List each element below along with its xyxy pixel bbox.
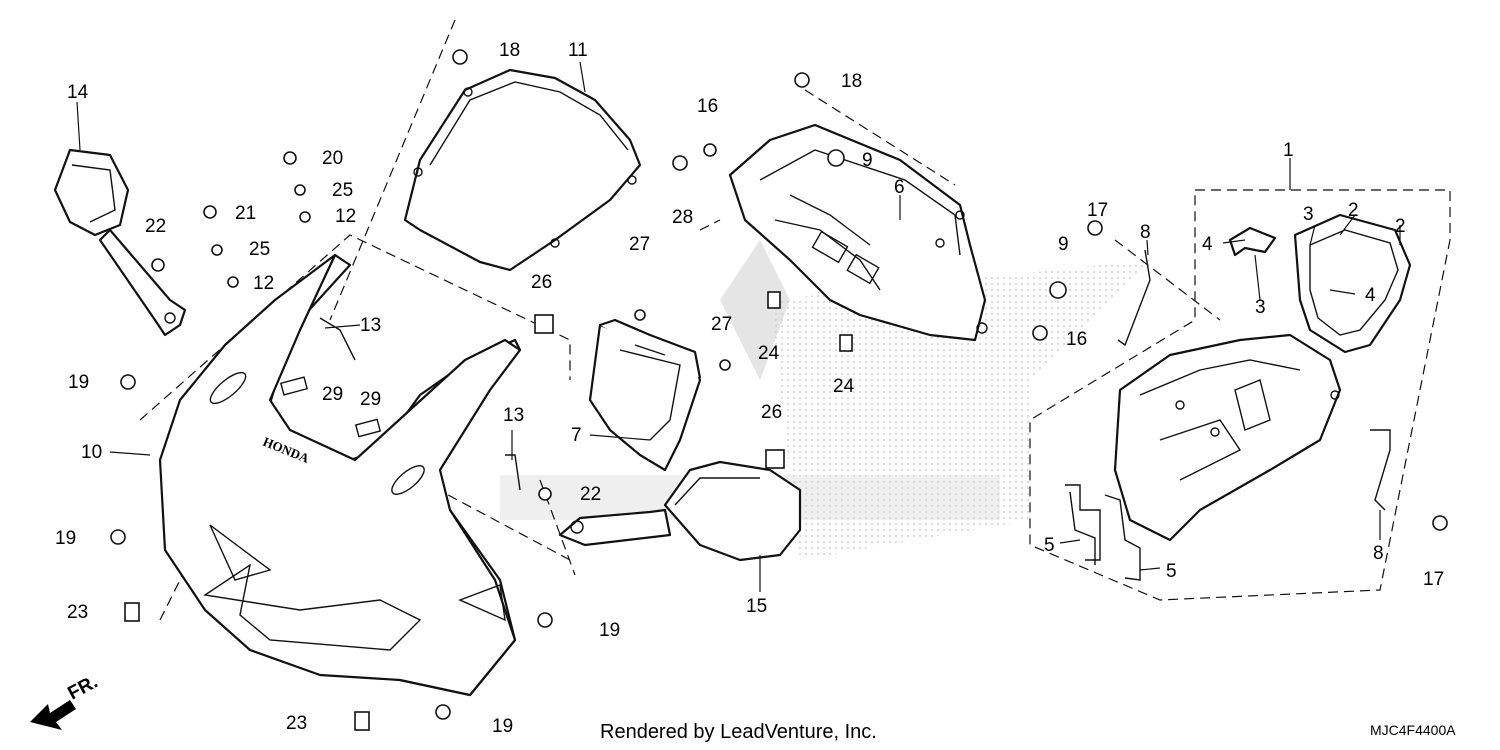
callout-label: 25	[332, 180, 353, 201]
callout-label: 29	[360, 389, 381, 410]
callout-label: 2	[1395, 216, 1406, 237]
footer-credit: Rendered by LeadVenture, Inc.	[600, 721, 877, 743]
callout-label: 24	[758, 343, 780, 364]
callout-label: 19	[492, 716, 513, 737]
leader-lines	[76, 61, 1401, 592]
callout-label: 19	[55, 528, 76, 549]
callout-label: 27	[629, 234, 650, 255]
wire-clips	[1065, 484, 1141, 581]
callout-label: 19	[599, 620, 620, 641]
callout-label: 1	[1283, 140, 1294, 161]
callout-label: 9	[862, 150, 873, 171]
callout-label: 18	[841, 71, 862, 92]
callout-label: 14	[67, 82, 89, 103]
callout-label: 11	[568, 40, 588, 61]
diagram-code: MJC4F4400A	[1370, 722, 1456, 738]
callout-label: 16	[1066, 329, 1087, 350]
front-marker-text: FR.	[64, 672, 101, 705]
callout-label: 12	[335, 206, 356, 227]
callout-label: 13	[503, 405, 524, 426]
callout-label: 13	[360, 315, 381, 336]
callout-label: 15	[746, 596, 767, 617]
callout-label: 4	[1365, 285, 1376, 306]
callout-label: 26	[531, 272, 552, 293]
windscreen	[403, 68, 642, 272]
callout-label: 23	[286, 713, 307, 734]
callout-label: 19	[68, 372, 89, 393]
callout-label: 18	[499, 40, 520, 61]
front-direction-marker: FR.	[30, 672, 101, 730]
air-duct	[588, 318, 702, 472]
callout-label: 3	[1255, 297, 1266, 318]
callout-label: 17	[1087, 200, 1108, 221]
callout-label: 10	[81, 442, 102, 463]
cowl-stay	[728, 123, 988, 342]
callout-label: 20	[322, 148, 343, 169]
callout-label: 12	[253, 273, 274, 294]
callout-label: 5	[1166, 561, 1177, 582]
callout-label: 16	[697, 96, 718, 117]
callout-label: 26	[761, 402, 782, 423]
callout-label: 5	[1044, 535, 1055, 556]
right-mirror	[558, 460, 802, 562]
callout-label: 29	[322, 384, 343, 405]
callout-label: 4	[1202, 234, 1213, 255]
side-brackets	[1117, 249, 1391, 511]
callout-label: 9	[1058, 234, 1069, 255]
callout-label: 21	[235, 203, 256, 224]
callout-label: 8	[1373, 543, 1384, 564]
inner-duct-assembly	[1113, 333, 1342, 542]
upper-cowl: HONDA	[158, 253, 522, 697]
callout-label: 28	[672, 207, 693, 228]
callout-label: 27	[711, 314, 732, 335]
callouts: 1 2 2 3 3 4 4 5 5 6 7 8 8 9 9 10 11 12 1…	[55, 40, 1444, 737]
callout-label: 3	[1303, 204, 1314, 225]
callout-label: 17	[1423, 569, 1444, 590]
left-mirror	[53, 148, 187, 337]
callout-label: 2	[1348, 200, 1359, 221]
reference-lines	[139, 19, 1451, 621]
callout-label: 22	[580, 484, 601, 505]
callout-label: 7	[571, 425, 582, 446]
callout-label: 25	[249, 239, 270, 260]
callout-label: 24	[833, 376, 855, 397]
hardware	[110, 49, 1448, 731]
callout-label: 8	[1140, 222, 1151, 243]
callout-label: 22	[145, 216, 166, 237]
callout-label: 6	[894, 177, 905, 198]
callout-label: 23	[67, 602, 88, 623]
seals	[1228, 213, 1412, 354]
